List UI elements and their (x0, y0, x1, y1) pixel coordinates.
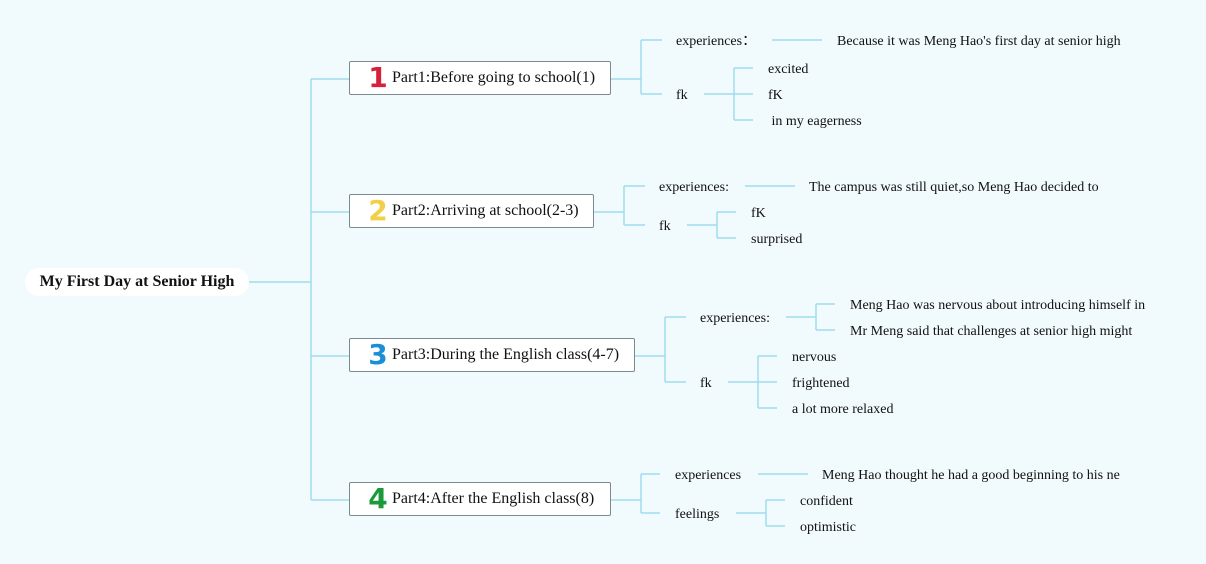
part-4-feeling-2[interactable]: optimistic (800, 520, 856, 535)
part-3-experiences-label[interactable]: experiences: (700, 311, 770, 326)
part-4-experience-1[interactable]: Meng Hao thought he had a good beginning… (822, 468, 1120, 483)
part-1-label: Part1:Before going to school(1) (392, 69, 596, 86)
part-3-feelings-label[interactable]: fk (700, 376, 712, 391)
number-1-icon: 1 (368, 61, 388, 94)
part-3-topic[interactable]: 3 Part3:During the English class(4-7) (349, 338, 635, 372)
part-3-feeling-3[interactable]: a lot more relaxed (792, 402, 894, 417)
part-3-experience-1[interactable]: Meng Hao was nervous about introducing h… (850, 298, 1146, 313)
part-4-label: Part4:After the English class(8) (392, 490, 595, 507)
part-2-topic[interactable]: 2 Part2:Arriving at school(2-3) (349, 194, 594, 228)
part-2-experiences-label[interactable]: experiences: (659, 180, 729, 195)
root-topic[interactable]: My First Day at Senior High (25, 268, 249, 296)
part-3-feeling-1[interactable]: nervous (792, 350, 837, 365)
part-4-feelings-label[interactable]: feelings (675, 507, 720, 522)
part-4-experiences-label[interactable]: experiences (675, 468, 742, 483)
part-1-experience-1[interactable]: Because it was Meng Hao's first day at s… (837, 34, 1121, 49)
part-1-experiences-label[interactable]: experiences： (676, 34, 757, 49)
part-4-topic[interactable]: 4 Part4:After the English class(8) (349, 482, 611, 516)
part-1-feeling-2[interactable]: fK (768, 88, 783, 103)
part-4-feeling-1[interactable]: confident (800, 494, 853, 509)
part-1-feeling-3[interactable]: in my eagerness (768, 114, 862, 129)
number-2-icon: 2 (368, 194, 388, 227)
part-3-label: Part3:During the English class(4-7) (392, 346, 620, 363)
part-2-label: Part2:Arriving at school(2-3) (392, 202, 579, 219)
number-3-icon: 3 (368, 338, 388, 371)
root-title: My First Day at Senior High (39, 273, 235, 290)
part-1-feelings-label[interactable]: fk (676, 88, 688, 103)
part-3-feeling-2[interactable]: frightened (792, 376, 850, 391)
number-4-icon: 4 (368, 482, 388, 515)
part-2-feeling-2[interactable]: surprised (751, 232, 803, 247)
part-2-feeling-1[interactable]: fK (751, 206, 766, 221)
part-1-feeling-1[interactable]: excited (768, 62, 809, 77)
part-2-feelings-label[interactable]: fk (659, 219, 671, 234)
part-1-topic[interactable]: 1 Part1:Before going to school(1) (349, 61, 611, 95)
part-3-experience-2[interactable]: Mr Meng said that challenges at senior h… (850, 324, 1133, 339)
part-2-experience-1[interactable]: The campus was still quiet,so Meng Hao d… (809, 180, 1099, 195)
